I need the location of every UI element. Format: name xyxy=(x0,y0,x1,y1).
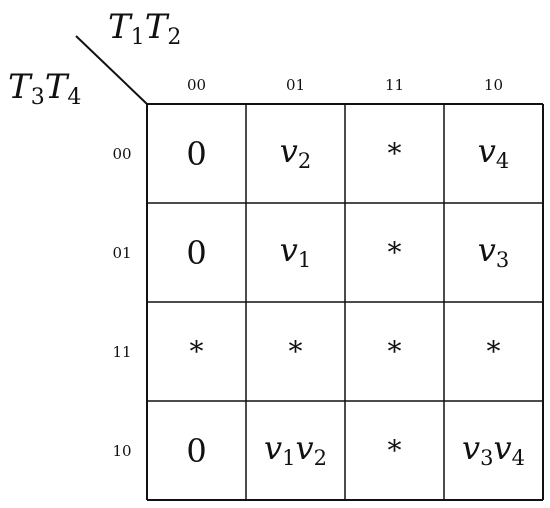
grid-lines xyxy=(146,103,544,501)
kmap-cell-r1-c3: v3 xyxy=(444,203,543,302)
cell-value: * xyxy=(387,433,402,467)
cell-value: * xyxy=(288,334,303,368)
cell-variable-subscript: 4 xyxy=(495,149,510,173)
cell-variable: v2 xyxy=(295,429,327,470)
cell-value: * xyxy=(189,334,204,368)
row-header-0: 00 xyxy=(112,145,132,163)
cell-variable: v2 xyxy=(279,132,312,173)
kmap-cell-r2-c1: * xyxy=(246,302,345,401)
row-var-1: T xyxy=(8,67,31,107)
cell-value: * xyxy=(387,136,402,170)
cell-variable: v3 xyxy=(477,231,510,272)
cell-value: * xyxy=(387,235,402,269)
cell-variable: v4 xyxy=(477,132,510,173)
kmap-cell-r3-c0: 0 xyxy=(147,401,246,500)
row-header-2: 11 xyxy=(112,343,132,361)
row-var-2-sub: 4 xyxy=(67,85,82,110)
row-variables-label: T3T4 xyxy=(8,70,81,109)
column-header-0: 00 xyxy=(186,76,207,94)
cell-value: 0 xyxy=(186,431,207,470)
col-var-1-sub: 1 xyxy=(130,25,145,50)
cell-variable: v4 xyxy=(493,429,525,470)
cell-variable-subscript: 4 xyxy=(511,446,525,470)
kmap-cell-r0-c2: * xyxy=(345,104,444,203)
cell-variable-subscript: 3 xyxy=(480,446,494,470)
cell-variable-subscript: 2 xyxy=(313,446,327,470)
cell-variable-subscript: 1 xyxy=(297,248,312,272)
column-variables-label: T1T2 xyxy=(108,10,181,49)
col-var-1: T xyxy=(108,7,131,47)
kmap-cell-r1-c1: v1 xyxy=(246,203,345,302)
cell-value: * xyxy=(387,334,402,368)
column-header-1: 01 xyxy=(285,76,306,94)
row-var-1-sub: 3 xyxy=(30,85,45,110)
kmap-cell-r0-c0: 0 xyxy=(147,104,246,203)
kmap-cell-r1-c2: * xyxy=(345,203,444,302)
column-header-2: 11 xyxy=(384,76,405,94)
corner-diagonal xyxy=(75,35,148,105)
cell-variable: v3 xyxy=(462,429,494,470)
kmap-cell-r2-c2: * xyxy=(345,302,444,401)
col-var-2: T xyxy=(144,7,168,47)
column-header-3: 10 xyxy=(483,76,504,94)
cell-variable: v1 xyxy=(264,429,296,470)
cell-value: 0 xyxy=(186,233,207,272)
kmap-cell-r2-c0: * xyxy=(147,302,246,401)
cell-variable-subscript: 3 xyxy=(495,248,510,272)
row-var-2: T xyxy=(44,67,68,107)
cell-value: * xyxy=(486,334,501,368)
col-var-2-sub: 2 xyxy=(167,25,182,50)
kmap-cell-r2-c3: * xyxy=(444,302,543,401)
kmap-cell-r0-c1: v2 xyxy=(246,104,345,203)
cell-variable-subscript: 2 xyxy=(297,149,312,173)
kmap-cell-r0-c3: v4 xyxy=(444,104,543,203)
cell-variable: v1 xyxy=(279,231,312,272)
cell-value: 0 xyxy=(186,134,207,173)
kmap-cell-r1-c0: 0 xyxy=(147,203,246,302)
cell-variable-subscript: 1 xyxy=(282,446,296,470)
row-header-1: 01 xyxy=(112,244,132,262)
kmap-cell-r3-c2: * xyxy=(345,401,444,500)
row-header-3: 10 xyxy=(112,442,132,460)
